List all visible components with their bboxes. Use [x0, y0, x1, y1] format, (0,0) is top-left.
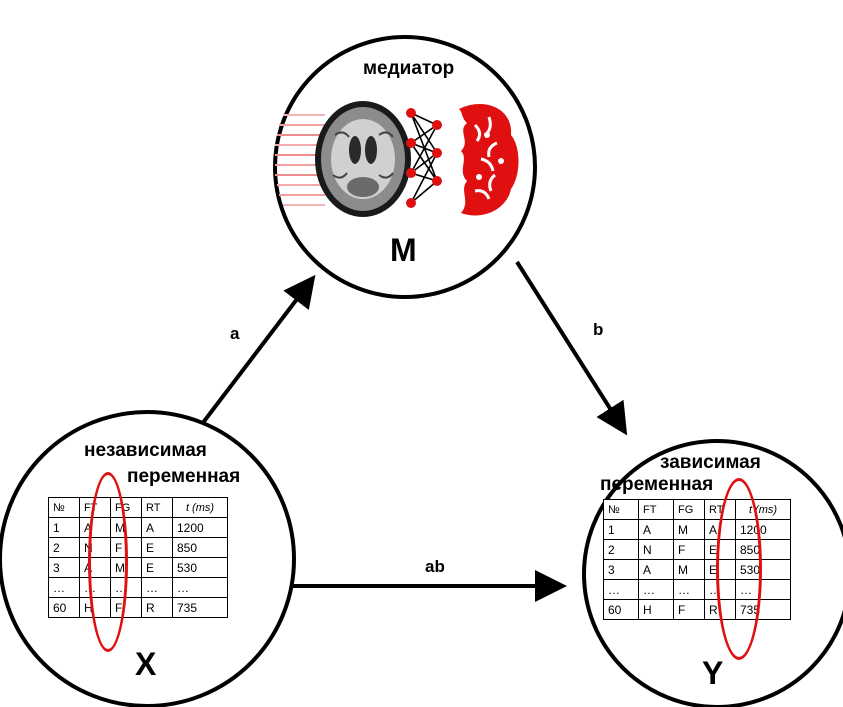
motion-streaks [275, 114, 325, 206]
table-cell: 1200 [172, 517, 228, 538]
dependent-label-line2: переменная [600, 474, 714, 495]
rt-column-highlight [716, 478, 762, 660]
table-cell: A [141, 517, 173, 538]
table-cell: A [638, 519, 674, 540]
path-ab-label: ab [425, 557, 445, 576]
table-cell: R [141, 597, 173, 618]
table-cell: … [172, 577, 228, 598]
table-cell: 735 [172, 597, 228, 618]
table-header-row: № FT FG RT t (ms) [603, 499, 791, 520]
mediator-letter: M [390, 232, 417, 268]
path-b-arrow [515, 260, 628, 436]
brain-mri-icon [315, 101, 411, 217]
table-cell: 60 [603, 599, 639, 620]
dependent-label-line1: зависимая [660, 452, 761, 473]
path-b-label: b [593, 320, 604, 339]
table-row: … … … … … [603, 579, 791, 600]
table-header-row: № FT FG RT t (ms) [48, 497, 228, 518]
table-row: 1 A M A 1200 [603, 519, 791, 540]
table-cell: M [673, 559, 705, 580]
table-header-cell: FG [673, 499, 705, 520]
table-row: 60 H F R 735 [48, 597, 228, 618]
table-cell: … [673, 579, 705, 600]
table-cell: … [141, 577, 173, 598]
table-cell: … [603, 579, 639, 600]
independent-label-line1: независимая [84, 440, 207, 461]
table-row: 2 N F E 850 [603, 539, 791, 560]
independent-label-line2: переменная [127, 466, 241, 487]
table-cell: 850 [172, 537, 228, 558]
table-row: … … … … … [48, 577, 228, 598]
table-header-cell: № [603, 499, 639, 520]
table-header-cell: t (ms) [172, 497, 228, 518]
table-cell: F [673, 599, 705, 620]
table-cell: 2 [603, 539, 639, 560]
table-cell: 530 [172, 557, 228, 578]
table-cell: 1 [48, 517, 80, 538]
table-header-cell: FT [638, 499, 674, 520]
table-cell: A [638, 559, 674, 580]
table-cell: … [48, 577, 80, 598]
table-cell: M [673, 519, 705, 540]
table-row: 3 A M E 530 [48, 557, 228, 578]
table-cell: N [638, 539, 674, 560]
table-cell: H [638, 599, 674, 620]
table-header-cell: RT [141, 497, 173, 518]
table-row: 1 A M A 1200 [48, 517, 228, 538]
neural-network-icon [406, 108, 442, 208]
table-row: 60 H F R 735 [603, 599, 791, 620]
table-cell: E [141, 557, 173, 578]
brain-segmentation-icon [459, 104, 519, 216]
table-cell: 3 [48, 557, 80, 578]
table-cell: F [673, 539, 705, 560]
table-row: 2 N F E 850 [48, 537, 228, 558]
data-table-y: № FT FG RT t (ms) 1 A M A 1200 2 N F E 8… [603, 499, 791, 620]
table-cell: E [141, 537, 173, 558]
path-a-label: a [230, 324, 240, 343]
table-row: 3 A M E 530 [603, 559, 791, 580]
dependent-letter: Y [702, 655, 724, 691]
table-cell: 60 [48, 597, 80, 618]
table-cell: 1 [603, 519, 639, 540]
path-a-arrow [200, 274, 316, 426]
independent-letter: X [135, 646, 157, 682]
mediator-label: медиатор [363, 58, 455, 79]
table-header-cell: № [48, 497, 80, 518]
table-cell: 2 [48, 537, 80, 558]
table-cell: 3 [603, 559, 639, 580]
data-table-x: № FT FG RT t (ms) 1 A M A 1200 2 N F E 8… [48, 497, 228, 618]
ft-column-highlight [88, 472, 128, 652]
table-cell: … [638, 579, 674, 600]
mediator-illustration [275, 101, 519, 217]
